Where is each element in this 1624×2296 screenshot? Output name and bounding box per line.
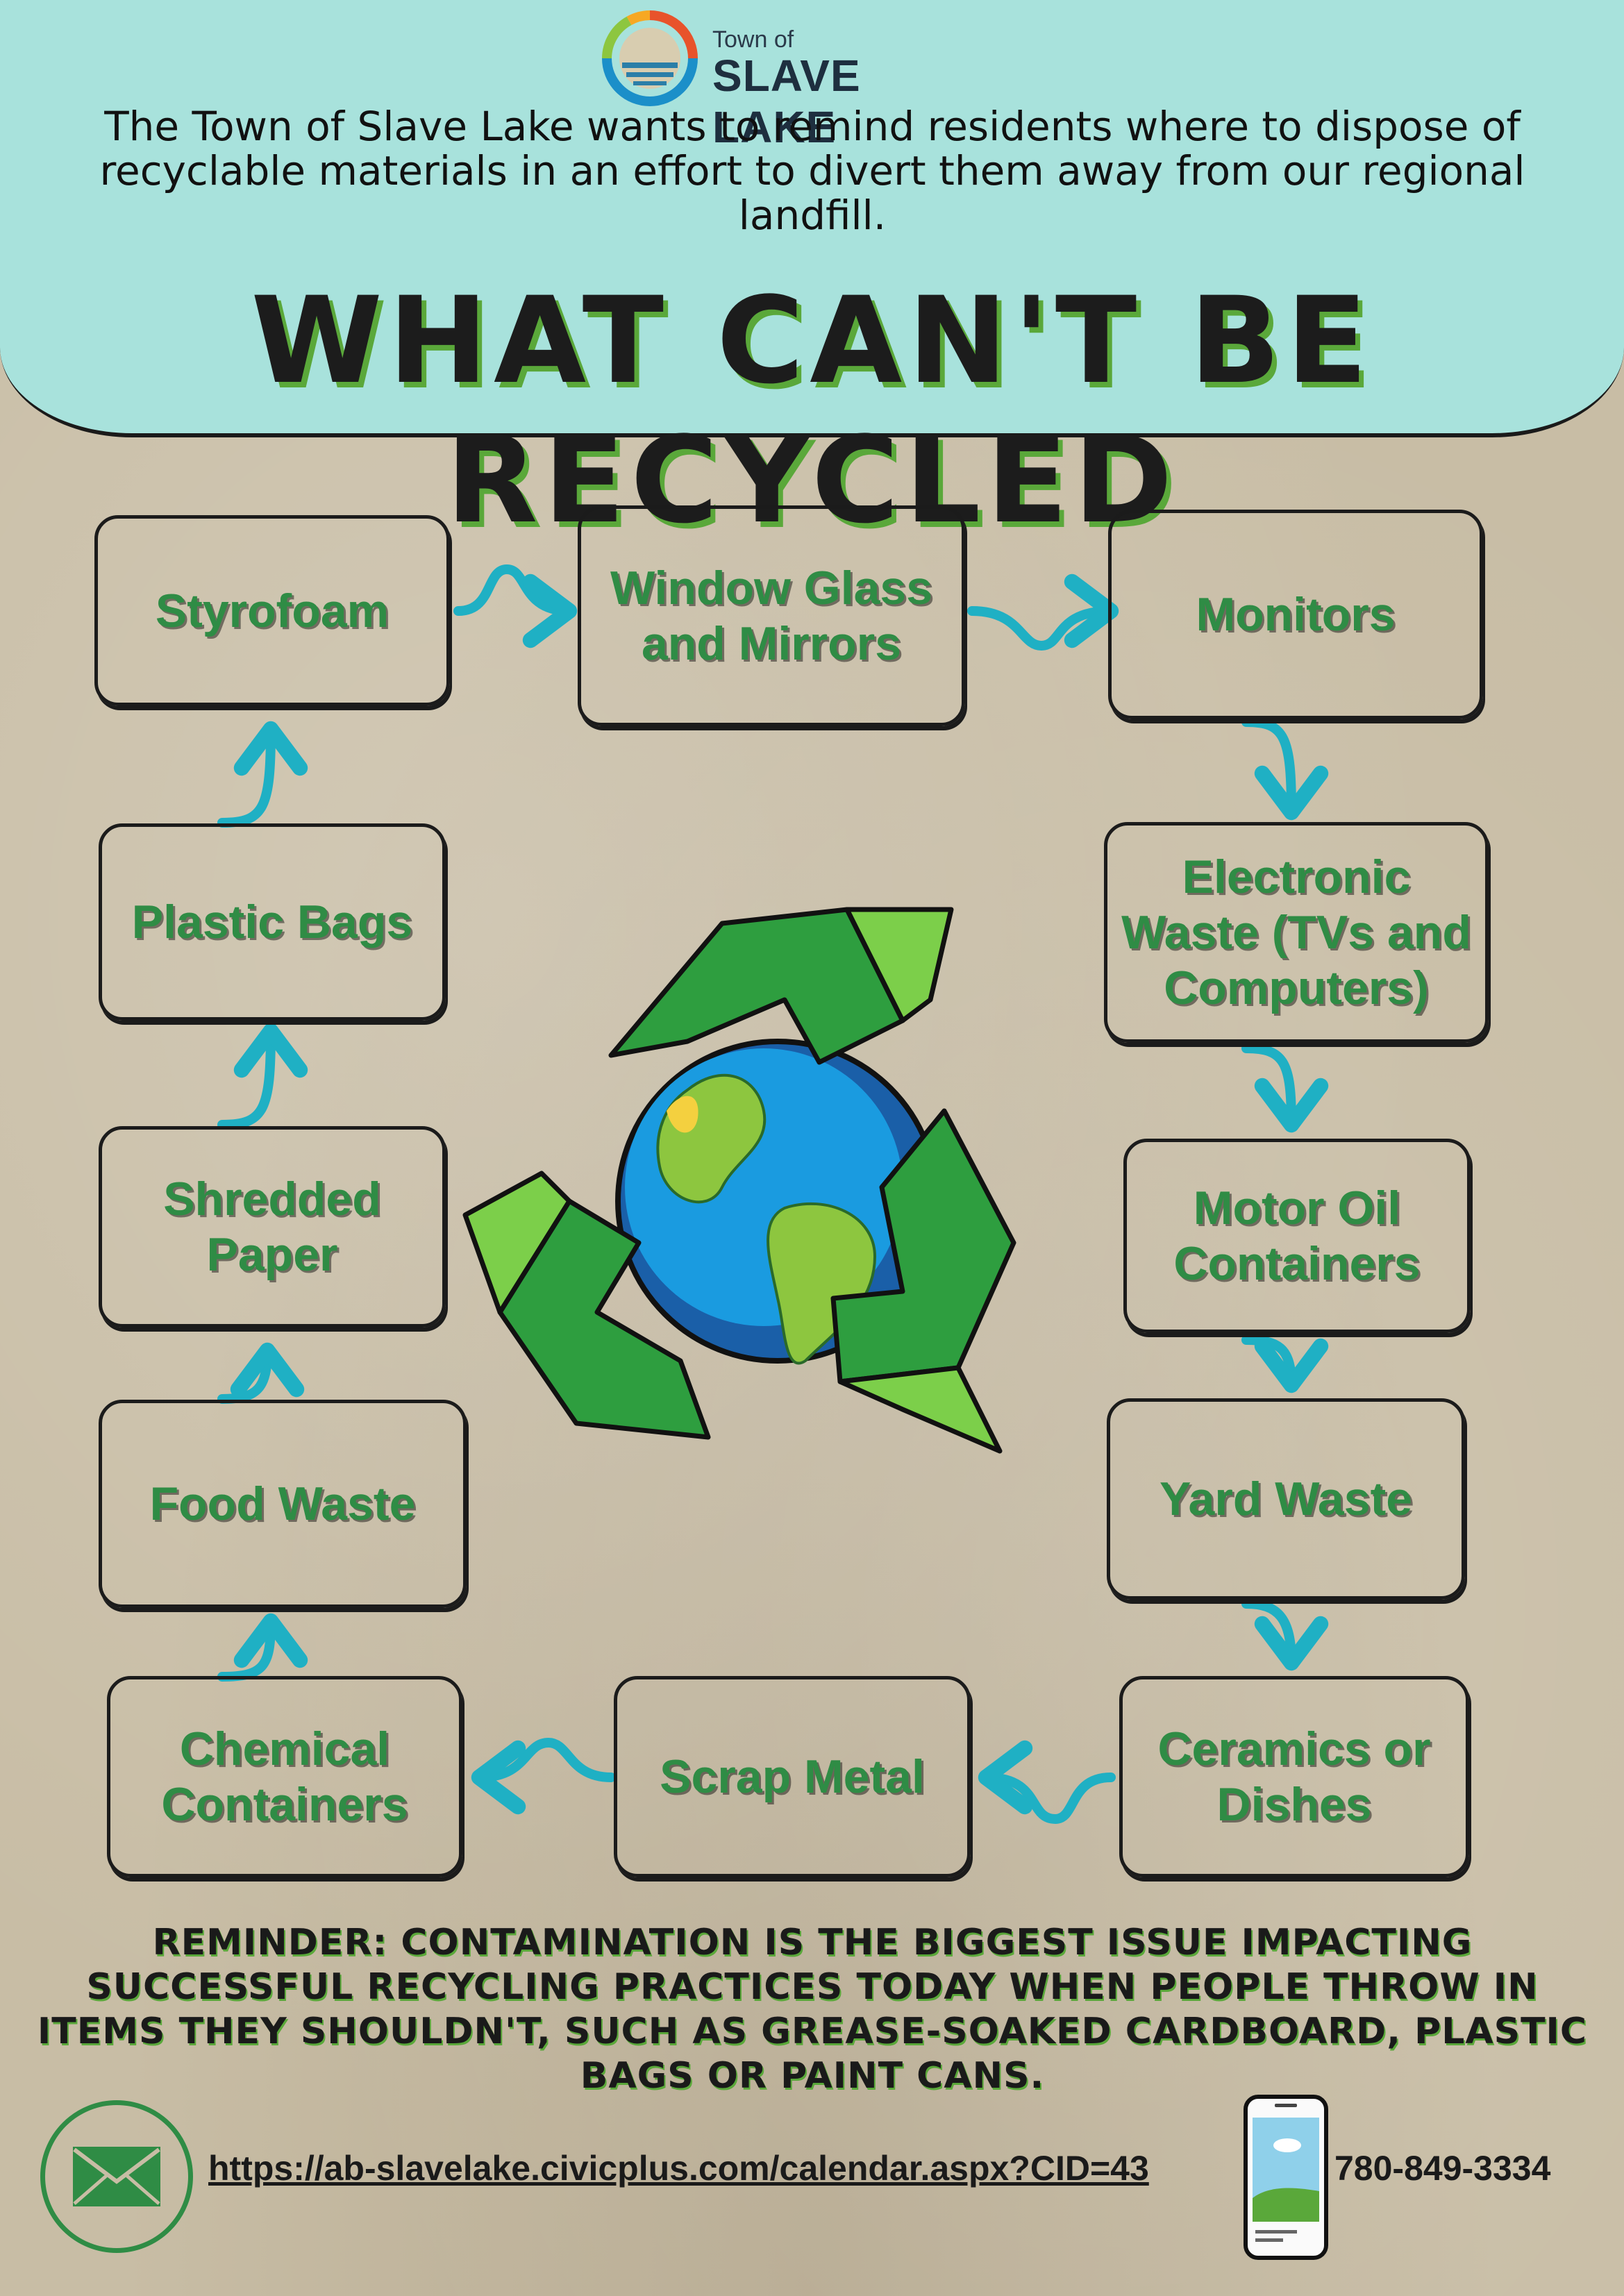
item-scrap-metal: Scrap Metal bbox=[614, 1676, 971, 1877]
item-styrofoam: Styrofoam bbox=[94, 515, 450, 706]
item-label: Electronic Waste (TVs and Computers) bbox=[1121, 850, 1471, 1014]
item-label: Motor Oil Containers bbox=[1173, 1182, 1421, 1290]
item-label: Monitors bbox=[1196, 588, 1396, 641]
arrow-styrofoam-to-glass bbox=[453, 564, 578, 648]
item-motor-oil: Motor Oil Containers bbox=[1123, 1139, 1471, 1333]
arrow-ewaste-to-motoroil bbox=[1241, 1044, 1329, 1133]
item-label: Shredded Paper bbox=[163, 1173, 381, 1281]
smartphone-icon bbox=[1244, 2095, 1328, 2260]
item-label: Yard Waste bbox=[1159, 1473, 1413, 1525]
item-label: Window Glass and Mirrors bbox=[610, 562, 933, 670]
item-plastic-bags: Plastic Bags bbox=[99, 823, 446, 1021]
arrow-motoroil-to-yard bbox=[1241, 1335, 1329, 1393]
item-label: Scrap Metal bbox=[660, 1750, 925, 1803]
arrow-food-to-shredded bbox=[217, 1342, 305, 1404]
item-window-glass: Window Glass and Mirrors bbox=[578, 505, 965, 726]
item-label: Ceramics or Dishes bbox=[1157, 1723, 1431, 1831]
arrow-ceramics-to-scrap bbox=[978, 1740, 1116, 1825]
arrow-plastic-to-styrofoam bbox=[217, 721, 308, 828]
item-food-waste: Food Waste bbox=[99, 1400, 467, 1608]
arrow-yard-to-ceramics bbox=[1241, 1599, 1329, 1671]
intro-text: The Town of Slave Lake wants to remind r… bbox=[99, 103, 1525, 239]
town-logo: Town of SLAVE LAKE bbox=[601, 10, 990, 152]
item-label: Food Waste bbox=[149, 1477, 416, 1530]
town-logo-icon bbox=[602, 10, 698, 106]
arrow-chemical-to-food bbox=[217, 1613, 308, 1682]
item-chemical-containers: Chemical Containers bbox=[107, 1676, 462, 1877]
recycle-earth-icon bbox=[462, 907, 1016, 1454]
item-yard-waste: Yard Waste bbox=[1107, 1398, 1465, 1600]
envelope-icon bbox=[73, 2147, 160, 2206]
logo-big-text: SLAVE LAKE bbox=[712, 51, 861, 152]
arrow-shredded-to-plastic bbox=[217, 1023, 308, 1130]
mail-circle bbox=[40, 2100, 193, 2253]
reminder-text: REMINDER: CONTAMINATION IS THE BIGGEST I… bbox=[37, 1922, 1588, 2097]
calendar-link[interactable]: https://ab-slavelake.civicplus.com/calen… bbox=[208, 2149, 1149, 2188]
item-monitors: Monitors bbox=[1108, 510, 1483, 719]
header-band bbox=[0, 0, 1624, 437]
arrow-glass-to-monitors bbox=[967, 573, 1119, 651]
item-label: Chemical Containers bbox=[161, 1723, 408, 1831]
arrow-monitors-to-ewaste bbox=[1241, 717, 1329, 821]
item-label: Plastic Bags bbox=[131, 896, 413, 948]
logo-small-text: Town of bbox=[712, 26, 794, 53]
arrow-scrap-to-chemical bbox=[471, 1737, 616, 1815]
item-label: Styrofoam bbox=[155, 584, 390, 637]
item-electronic-waste: Electronic Waste (TVs and Computers) bbox=[1104, 822, 1489, 1043]
item-shredded-paper: Shredded Paper bbox=[99, 1126, 446, 1327]
phone-number: 780-849-3334 bbox=[1334, 2149, 1551, 2188]
item-ceramics: Ceramics or Dishes bbox=[1119, 1676, 1469, 1877]
page-title: WHAT CAN'T BE RECYCLED bbox=[251, 271, 1373, 550]
